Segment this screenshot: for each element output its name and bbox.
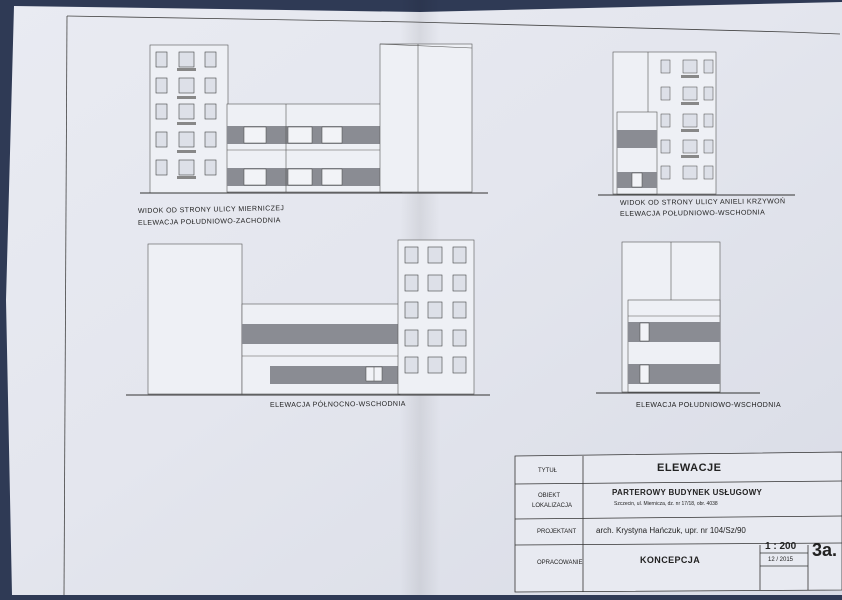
location-label: LOKALIZACJA [532,503,573,509]
ne-elevation-title: ELEWACJA PÓŁNOCNO-WSCHODNIA [269,400,406,409]
stage-label: OPRACOWANIE [537,560,583,566]
drawing-frame-left [63,15,68,596]
sw-adjacent-building [379,43,473,193]
se-band-upper [617,130,657,148]
sw-band-lower [227,168,402,186]
designer-value: arch. Krystyna Hańczuk, upr. nr 104/Sz/9… [596,526,746,535]
sw-band-upper [227,126,402,144]
ne-band-upper [242,324,400,344]
se-tower-windows [660,59,714,180]
sw-tower-windows [155,51,217,176]
object-value: PARTEROWY BUDYNEK USŁUGOWY [612,488,763,497]
scale-value: 1 : 200 [765,541,797,552]
elevation-south-east-2 [596,241,760,394]
elevation-south-east [598,51,795,196]
stage-value: KONCEPCJA [640,555,701,565]
se-balconies [681,75,699,158]
title-label: TYTUŁ [538,468,558,474]
se2-band-lower [628,364,720,384]
sheet-number: 3a. [812,540,838,560]
elevation-south-west [140,43,488,194]
elevation-north-east [126,239,490,396]
title-value: ELEWACJE [657,462,722,474]
sw-shop-windows [243,126,343,186]
title-block-frame [514,451,842,593]
se2-band-upper [628,322,720,342]
designer-label: PROJEKTANT [537,529,577,535]
drawing-frame [66,15,841,35]
sw-balconies [177,68,196,179]
ne-adjacent-building [147,243,243,395]
location-value: Szczecin, ul. Miernicza, dz. nr 17/18, o… [614,501,718,507]
ne-tower-windows [404,246,467,374]
se2-elevation-title: ELEWACJA POŁUDNIOWO-WSCHODNIA [636,402,782,409]
date-value: 12 / 2015 [768,557,794,563]
object-label: OBIEKT [538,493,561,499]
